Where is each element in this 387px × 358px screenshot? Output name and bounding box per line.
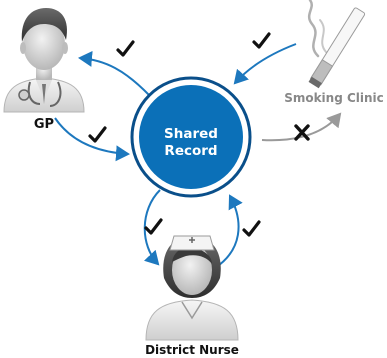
shared-record-line-2: Record [164, 143, 218, 159]
arrow-smoking-to-record [233, 43, 297, 85]
arrow-record-to-gp [78, 50, 151, 97]
arrow-record-to-smoking [261, 112, 342, 142]
check-icon [116, 40, 135, 57]
check-icon [144, 218, 163, 235]
shared-record-label: Shared Record [147, 126, 235, 160]
gp-label: GP [33, 117, 55, 132]
arrow-nurse-to-record [214, 194, 243, 269]
cross-icon [294, 124, 310, 141]
arrow-gp-to-record [54, 117, 130, 162]
district-nurse-label: District Nurse [145, 343, 239, 357]
doctor-icon [3, 8, 85, 113]
cigarette-icon [307, 0, 366, 89]
check-icon [252, 32, 271, 49]
shared-record-node [130, 76, 252, 198]
check-icon [88, 126, 107, 143]
nurse-icon [145, 235, 239, 341]
smoking-clinic-label: Smoking Clinic [284, 91, 384, 105]
check-icon [242, 220, 261, 237]
shared-record-line-1: Shared [164, 126, 218, 142]
